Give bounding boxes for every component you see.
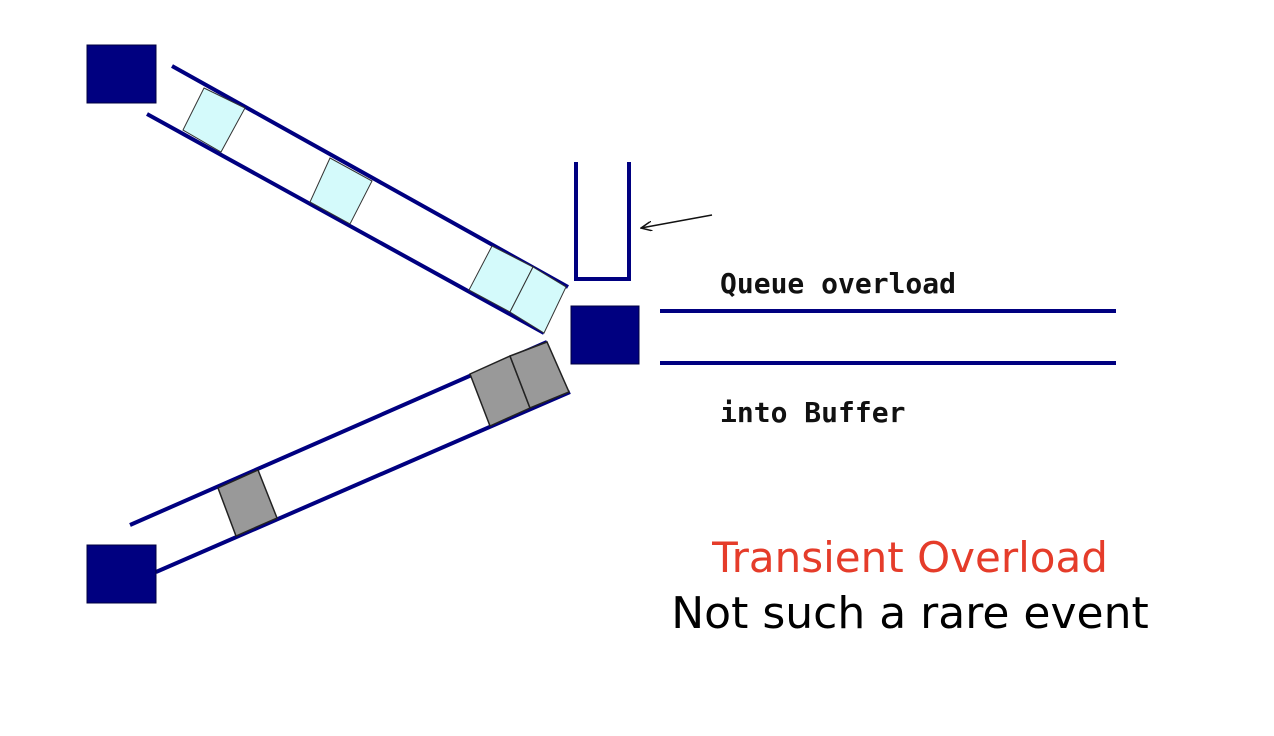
annotation-line-2: into Buffer bbox=[720, 396, 906, 429]
packet bbox=[509, 341, 570, 409]
upper-packets bbox=[182, 87, 567, 334]
packet bbox=[217, 468, 278, 538]
router-node bbox=[570, 305, 640, 365]
caption: Transient Overload Not such a rare event bbox=[620, 530, 1200, 642]
annotation-line-1: Queue overload bbox=[720, 267, 957, 300]
caption-title: Transient Overload bbox=[712, 533, 1108, 582]
packet bbox=[309, 157, 373, 225]
lower-source-node bbox=[86, 544, 157, 604]
caption-subtitle: Not such a rare event bbox=[671, 588, 1149, 639]
upper-link-bottom-line bbox=[146, 112, 545, 335]
buffer-annotation: Queue overload into Buffer bbox=[720, 176, 956, 477]
upper-source-node bbox=[86, 44, 157, 104]
buffer bbox=[574, 162, 631, 281]
annotation-arrow bbox=[641, 214, 713, 228]
packet bbox=[182, 87, 246, 153]
packet bbox=[509, 266, 567, 334]
lower-link-bottom-line bbox=[155, 390, 571, 574]
upper-link-top-line bbox=[171, 64, 569, 289]
lower-packets bbox=[217, 341, 570, 538]
